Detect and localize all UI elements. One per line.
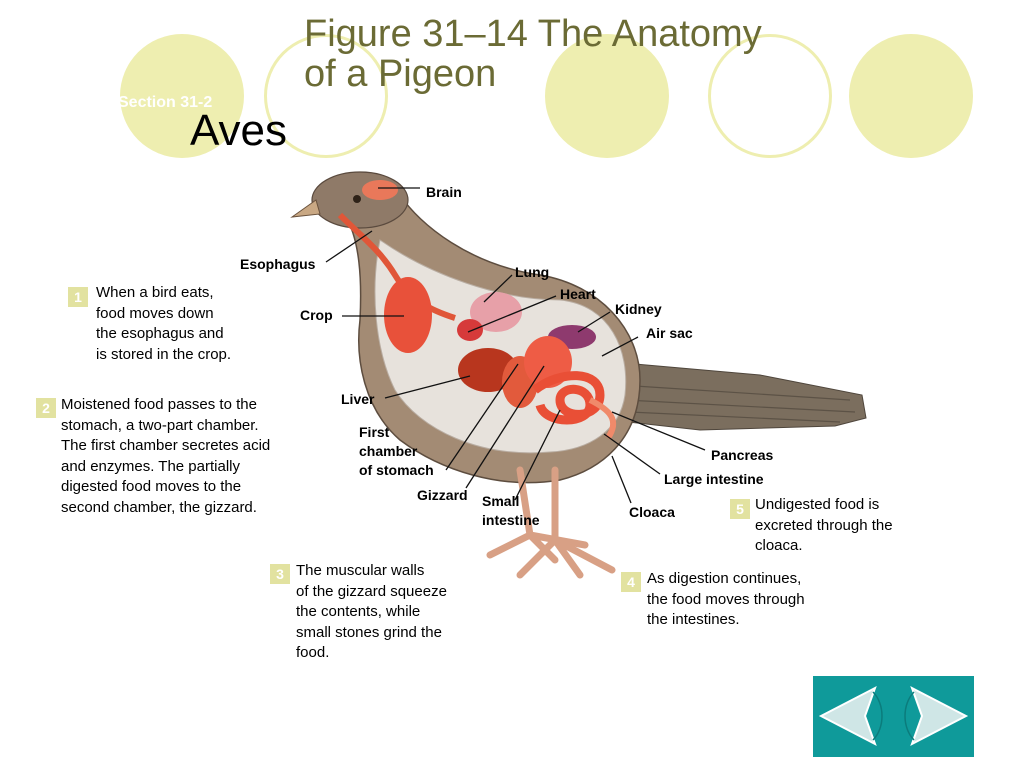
pigeon-eye [353, 195, 361, 203]
right-arrow-icon[interactable] [904, 685, 969, 747]
left-arrow-icon[interactable] [818, 685, 883, 747]
step-2-line: stomach, a two-part chamber. [61, 416, 259, 434]
step-1-line: the esophagus and [96, 325, 224, 342]
label-heart: Heart [560, 286, 596, 302]
step-2-line: second chamber, the gizzard. [61, 498, 257, 516]
label-first-chamber-line1: First [359, 424, 390, 440]
label-kidney: Kidney [615, 301, 662, 317]
step-4-line: the intestines. [647, 611, 740, 628]
step-1-line: is stored in the crop. [96, 345, 232, 363]
heart-organ [457, 319, 483, 341]
step-3-line: the contents, while [296, 603, 421, 620]
label-air-sac: Air sac [646, 325, 693, 341]
label-gizzard: Gizzard [417, 487, 468, 503]
lung-organ [470, 292, 522, 332]
label-liver: Liver [341, 391, 375, 407]
figure-title-line2: of a Pigeon [304, 53, 497, 95]
step-4-text: As digestion continues, the food moves t… [647, 569, 805, 631]
label-lung: Lung [515, 264, 550, 280]
decor-circle-5 [849, 34, 973, 158]
label-small-intestine-line2: intestine [482, 512, 540, 528]
step-4-badge: 4 [621, 572, 641, 592]
pigeon-beak [290, 199, 321, 218]
page-subtitle: Aves [190, 106, 288, 155]
step-3-line: food. [296, 644, 330, 661]
step-5-badge: 5 [730, 499, 750, 519]
decor-circle-1 [120, 34, 244, 158]
step-5-line: excreted through the [755, 516, 893, 534]
figure-title: Figure 31–14 The Anatomy of a Pigeon [304, 14, 864, 94]
step-1-line: food moves down [96, 304, 214, 322]
section-label: Section 31-2 [118, 94, 213, 111]
step-3-line: of the gizzard squeeze [296, 582, 447, 600]
brain-organ [362, 180, 398, 200]
step-2-badge: 2 [36, 398, 56, 418]
label-large-intestine: Large intestine [664, 471, 764, 487]
step-2-line: digested food moves to the [61, 478, 242, 495]
step-1-text: When a bird eats, food moves down the es… [96, 283, 231, 365]
step-2-line: The first chamber secretes acid [61, 437, 271, 454]
step-3-badge: 3 [270, 564, 290, 584]
step-1-badge: 1 [68, 287, 88, 307]
figure-title-line1: Figure 31–14 The Anatomy [304, 13, 762, 55]
step-3-line: The muscular walls [296, 562, 425, 579]
step-5-line: cloaca. [755, 537, 803, 554]
pigeon-leg-2 [516, 466, 616, 579]
crop-organ [384, 277, 432, 353]
decor-circle-4 [708, 34, 832, 158]
label-first-chamber-line2: chamber [359, 443, 418, 459]
decor-circle-2 [264, 34, 388, 158]
label-esophagus: Esophagus [240, 256, 316, 272]
step-3-text: The muscular walls of the gizzard squeez… [296, 561, 447, 664]
step-5-line: Undigested food is [755, 496, 880, 513]
label-small-intestine: Small intestine [482, 492, 540, 530]
label-small-intestine-line1: Small [482, 493, 520, 509]
leader-lines [325, 187, 706, 504]
step-2-text: Moistened food passes to the stomach, a … [61, 395, 270, 518]
step-4-line: the food moves through [647, 590, 805, 608]
step-2-line: Moistened food passes to the [61, 396, 257, 413]
step-2-line: and enzymes. The partially [61, 457, 240, 475]
decor-circle-3 [545, 34, 669, 158]
navigation-panel [813, 676, 974, 757]
esophagus-organ [337, 212, 456, 321]
step-4-line: As digestion continues, [647, 570, 802, 587]
label-brain: Brain [426, 184, 462, 200]
label-first-chamber-line3: of stomach [359, 462, 434, 478]
step-5-text: Undigested food is excreted through the … [755, 495, 893, 557]
step-1-line: When a bird eats, [96, 284, 214, 301]
label-cloaca: Cloaca [629, 504, 675, 520]
label-first-chamber: First chamber of stomach [359, 423, 434, 480]
label-pancreas: Pancreas [711, 447, 774, 463]
intestines-organ [532, 371, 605, 425]
label-crop: Crop [300, 307, 333, 323]
step-3-line: small stones grind the [296, 623, 442, 641]
